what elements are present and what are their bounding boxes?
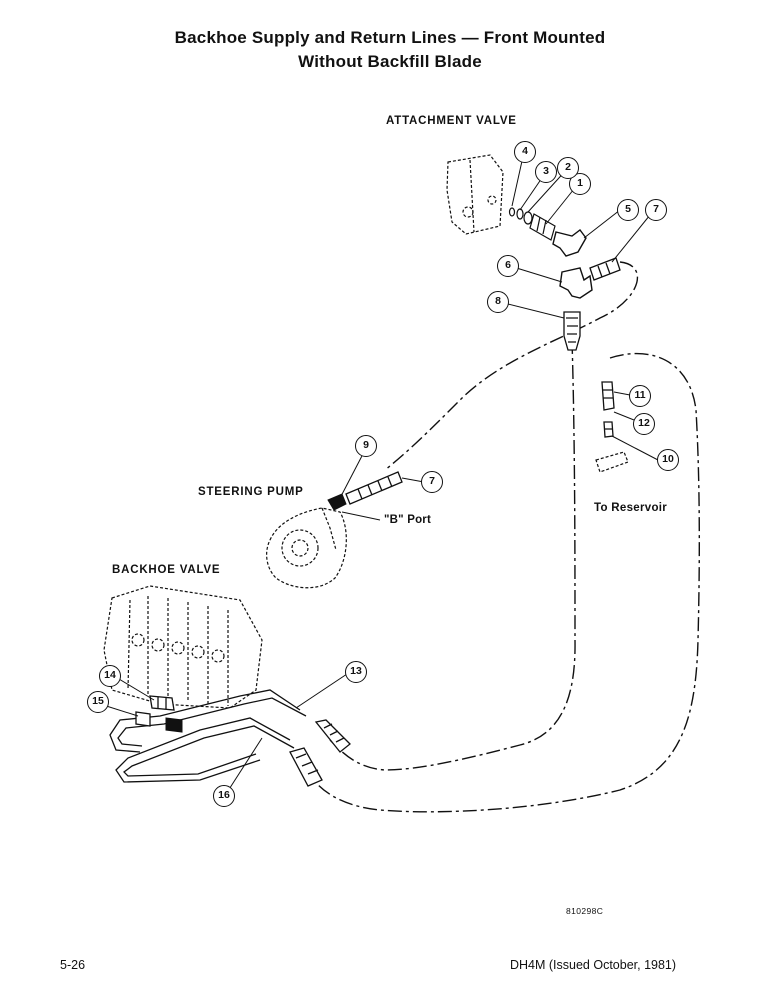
attachment-valve	[446, 154, 504, 235]
return-line	[309, 352, 701, 813]
callout-15: 15	[87, 691, 109, 713]
steering-pump-label: STEERING PUMP	[198, 486, 304, 498]
fitting-8	[563, 311, 581, 351]
fitting-9	[327, 493, 347, 511]
drawing-code: 810298C	[566, 906, 604, 916]
callout-11: 11	[629, 385, 651, 407]
page-title-line-2: Without Backfill Blade	[298, 52, 482, 71]
callout-10: 10	[657, 449, 679, 471]
backhoe-valve	[103, 585, 263, 709]
page-number: 5-26	[60, 958, 86, 972]
b-port-leader	[341, 511, 381, 521]
callout-7-pump: 7	[421, 471, 443, 493]
fitting-15b	[165, 717, 183, 733]
to-reservoir-label: To Reservoir	[594, 502, 668, 514]
fitting-14	[149, 695, 175, 711]
fitting-10	[595, 451, 629, 473]
callout-5: 5	[617, 199, 639, 221]
document-info: DH4M (Issued October, 1981)	[510, 958, 677, 972]
b-port-label: "B" Port	[384, 514, 432, 526]
callout-14: 14	[99, 665, 121, 687]
callout-12: 12	[633, 413, 655, 435]
fittings-1-4	[508, 207, 556, 241]
callout-leaders	[99, 151, 659, 795]
fitting-15	[135, 711, 151, 727]
hose-end-7-pump	[345, 471, 403, 505]
page-title-line-1: Backhoe Supply and Return Lines — Front …	[174, 28, 606, 47]
callout-4: 4	[514, 141, 536, 163]
tee-fitting-6	[559, 267, 593, 299]
hose-end-pressure	[314, 719, 351, 753]
callout-6: 6	[497, 255, 519, 277]
adapter-fitting-7-top	[589, 257, 621, 281]
attachment-valve-label: ATTACHMENT VALVE	[386, 115, 517, 127]
tube-assemblies	[109, 689, 307, 783]
fitting-12	[603, 421, 614, 438]
backhoe-valve-label: BACKHOE VALVE	[112, 564, 221, 576]
callout-9: 9	[355, 435, 377, 457]
callout-3: 3	[535, 161, 557, 183]
callout-13: 13	[345, 661, 367, 683]
supply-line-to-pump	[384, 261, 639, 471]
callout-7-top: 7	[645, 199, 667, 221]
callout-1: 1	[569, 173, 591, 195]
callout-16: 16	[213, 785, 235, 807]
hose-end-return	[289, 747, 323, 787]
pressure-line	[329, 339, 576, 771]
callout-2: 2	[557, 157, 579, 179]
steering-pump	[266, 507, 347, 589]
fitting-11	[601, 381, 615, 411]
elbow-fitting-5	[552, 229, 587, 257]
callout-8: 8	[487, 291, 509, 313]
